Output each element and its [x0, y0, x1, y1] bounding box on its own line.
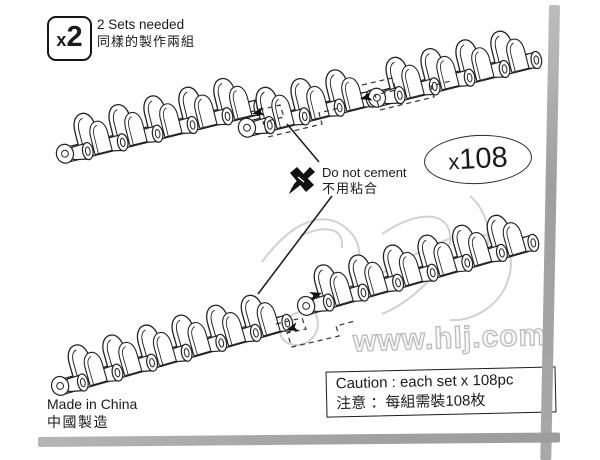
pointer-line-bottom	[257, 195, 333, 295]
instruction-art	[48, 0, 544, 399]
do-not-cement-zh: 不用粘合	[322, 181, 379, 196]
do-not-cement-icon	[289, 167, 315, 194]
track-chain-top-left	[53, 70, 267, 166]
origin-zh: 中國製造	[47, 414, 109, 430]
sets-note-en: 2 Sets needed	[97, 17, 185, 32]
origin-en: Made in China	[47, 396, 138, 412]
origin-label: Made in China 中國製造	[47, 395, 137, 431]
do-not-cement-en: Do not cement	[322, 165, 407, 180]
caution-box: Caution : each set x 108pc 注意 ：每組需裝108枚	[325, 366, 557, 418]
track-chain-bottom	[48, 206, 541, 399]
sets-note: 2 Sets needed 同樣的製作兩組	[97, 16, 195, 50]
sets-badge: x2	[47, 16, 92, 61]
sets-note-zh: 同樣的製作兩組	[97, 34, 196, 49]
dashed-connector-bottom	[275, 317, 356, 348]
track-chain-top-right	[365, 23, 544, 110]
dashed-connector-top-2	[361, 77, 452, 111]
track-chain-top-middle	[235, 61, 379, 140]
caution-line-zh: 注意 ：每組需裝108枚	[336, 391, 486, 413]
quantity-badge-label: x108	[447, 140, 509, 176]
dashed-connector-top-1	[249, 104, 340, 138]
track-chain-top	[53, 23, 544, 166]
track-chain-bottom-left	[48, 286, 295, 399]
track-chain-bottom-right	[294, 206, 541, 319]
do-not-cement-label: Do not cement 不用粘合	[322, 165, 407, 197]
sets-badge-label: x2	[56, 20, 83, 53]
pointer-line-top	[286, 123, 320, 163]
